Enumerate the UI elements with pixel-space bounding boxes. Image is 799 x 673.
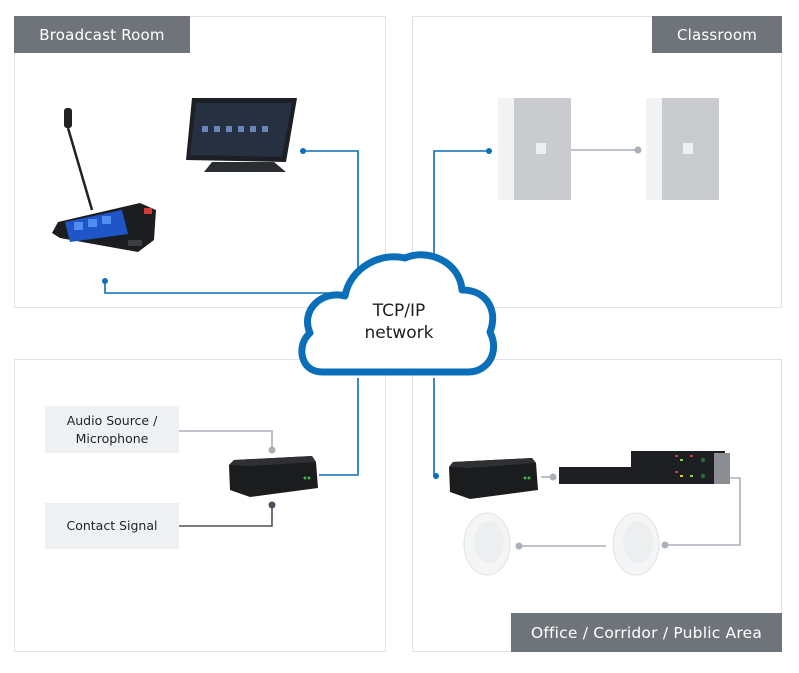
network-dot-office-box	[433, 473, 439, 479]
cloud-icon	[298, 251, 498, 376]
network-link-call-station	[104, 281, 335, 294]
network-interface-box-icon-2	[449, 458, 538, 499]
contact-dot	[268, 501, 276, 509]
audio-link-audio-source	[179, 430, 273, 449]
network-dot-tablet	[300, 148, 306, 154]
network-link-input-box	[319, 378, 359, 476]
contact-signal-box: Contact Signal	[45, 503, 179, 549]
network-label-line2: network	[364, 323, 434, 343]
ceiling-speaker-icon	[463, 512, 511, 576]
ceiling-speaker-icon-2	[612, 512, 660, 576]
audio-source-label-line2: Microphone	[75, 430, 149, 446]
contact-link	[179, 505, 273, 527]
network-link-office-box	[433, 378, 436, 477]
network-label-line1: TCP/IP	[372, 301, 426, 321]
zone-panel-broadcast-room	[14, 16, 386, 308]
network-link-classroom	[433, 150, 489, 262]
wall-speaker-icon-2	[646, 98, 719, 200]
audio-dot-speaker	[634, 146, 642, 154]
call-station-icon	[52, 108, 156, 252]
audio-dot-ceiling-2	[661, 541, 669, 549]
contact-signal-label: Contact Signal	[66, 518, 158, 533]
network-interface-box-icon	[229, 456, 318, 497]
network-dot-call-station	[102, 278, 108, 284]
audio-dot-ceiling-1	[515, 542, 523, 550]
audio-link-amp-ceiling	[665, 477, 741, 546]
audio-source-box: Audio Source / Microphone	[45, 406, 179, 453]
zone-panel-classroom	[412, 16, 782, 308]
zone-panel-office-area	[412, 359, 782, 652]
audio-dot-input-box	[268, 446, 276, 454]
zone-label-classroom: Classroom	[652, 16, 782, 53]
audio-dot-amp	[549, 473, 557, 481]
audio-source-label-line1: Audio Source /	[66, 412, 158, 428]
rack-amplifier-icon	[559, 451, 730, 484]
network-dot-classroom	[486, 148, 492, 154]
wall-speaker-icon	[498, 98, 571, 200]
tablet-icon	[186, 98, 297, 172]
zone-label-broadcast-room: Broadcast Room	[14, 16, 190, 53]
zone-label-office-area: Office / Corridor / Public Area	[511, 613, 782, 652]
network-cloud-label: TCP/IP network	[340, 300, 458, 344]
network-link-tablet	[303, 150, 359, 290]
